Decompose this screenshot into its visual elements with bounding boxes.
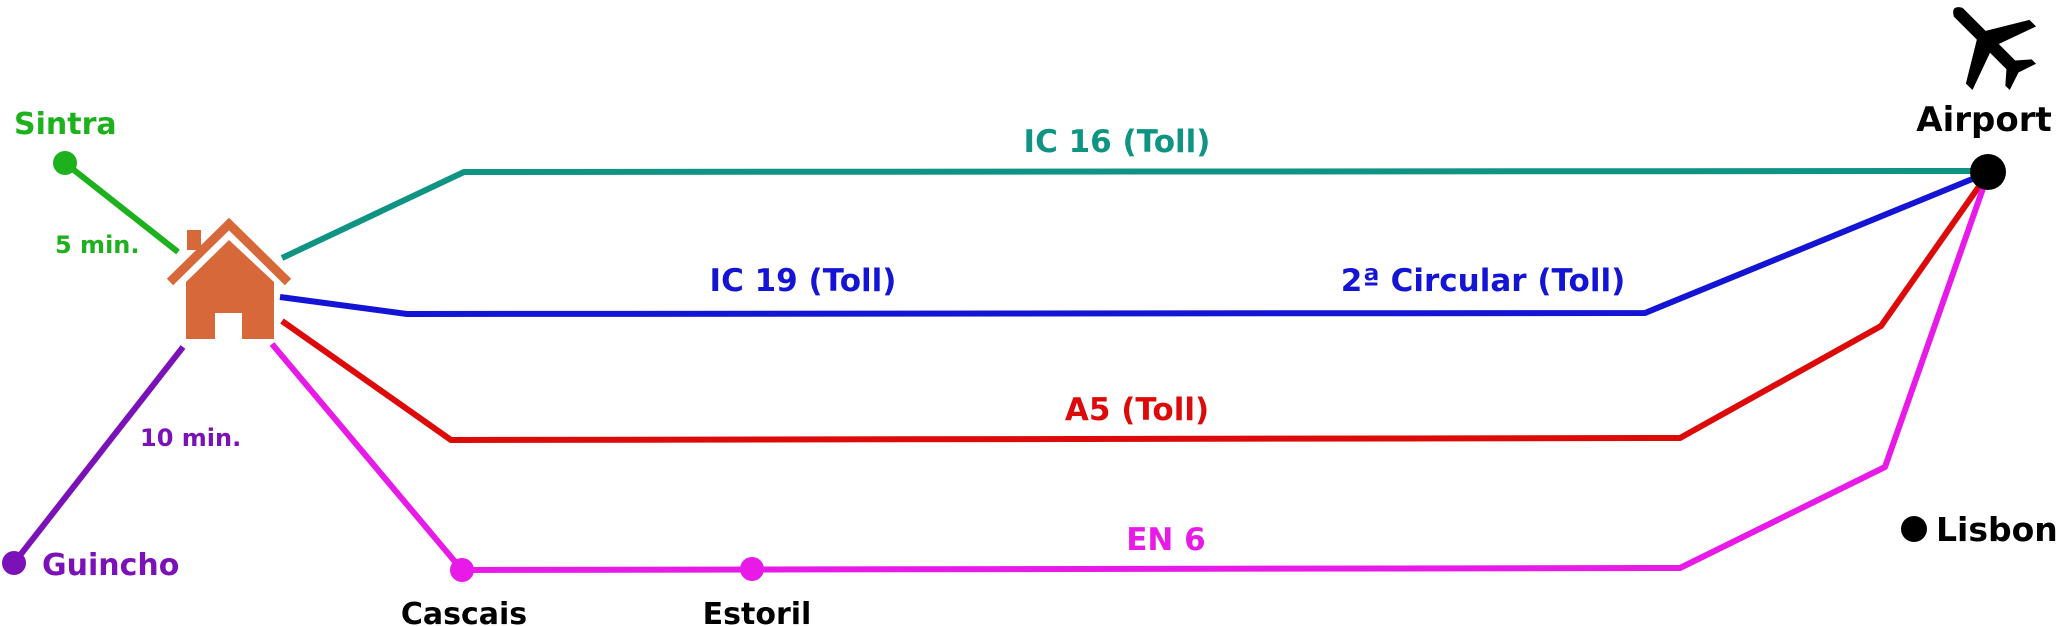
place-label-lisbon: Lisbon: [1936, 510, 2057, 549]
place-marker-cascais[interactable]: [450, 558, 474, 582]
place-marker-lisbon[interactable]: [1901, 516, 1927, 542]
route-label-en6: EN 6: [1126, 522, 1205, 558]
route-line-ic16[interactable]: [280, 168, 1988, 261]
route-line-en6[interactable]: [269, 176, 1990, 573]
place-label-sintra: Sintra: [14, 107, 117, 142]
place-label-cascais: Cascais: [401, 597, 527, 626]
time-label-sintra: 5 min.: [55, 231, 140, 259]
house-icon: [166, 217, 292, 341]
route-line-a5[interactable]: [280, 173, 1990, 443]
time-label-guincho: 10 min.: [140, 424, 241, 452]
route-label-ic16: IC 16 (Toll): [1024, 124, 1211, 160]
route-line-ic19[interactable]: [279, 170, 1989, 317]
place-marker-guincho[interactable]: [2, 551, 26, 575]
route-line-guincho: [11, 345, 186, 565]
place-label-guincho: Guincho: [42, 548, 179, 583]
airplane-icon: [1953, 7, 2037, 91]
route-label-a5: A5 (Toll): [1065, 392, 1209, 428]
place-label-estoril: Estoril: [703, 597, 812, 626]
route-line-sintra: [63, 160, 180, 255]
place-label-airport: Airport: [1916, 100, 2051, 140]
place-marker-estoril[interactable]: [740, 557, 764, 581]
place-marker-sintra[interactable]: [53, 151, 77, 175]
route-label-ic19: IC 19 (Toll): [710, 263, 897, 299]
place-marker-airport[interactable]: [1970, 154, 2006, 190]
route-label-circular: 2ª Circular (Toll): [1341, 263, 1626, 299]
